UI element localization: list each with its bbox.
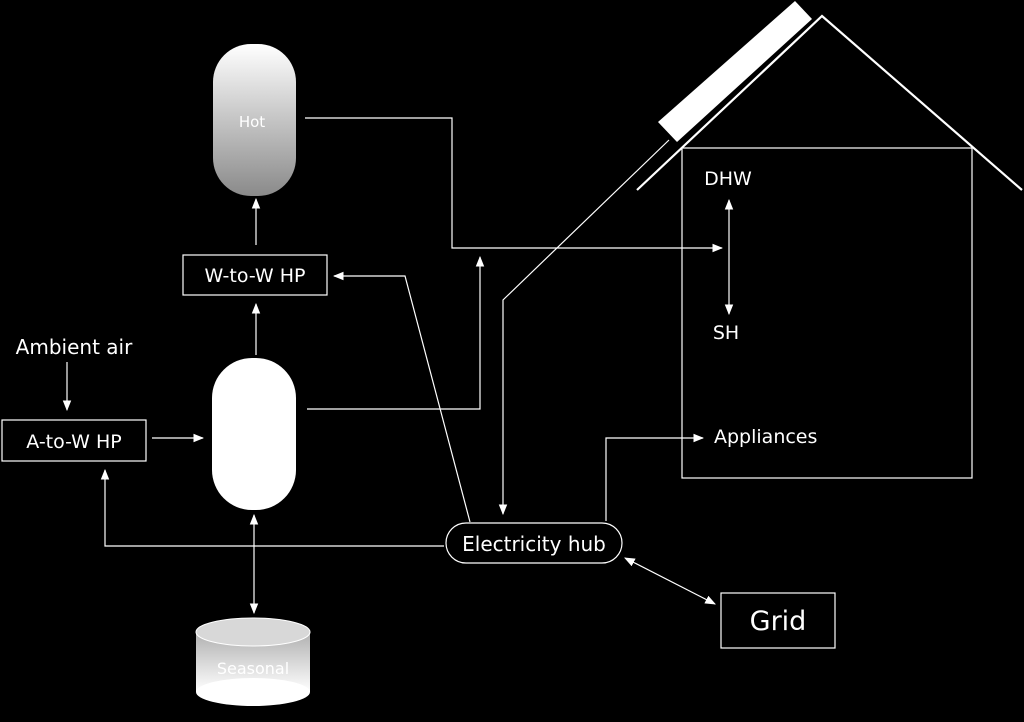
line-hub-to-awhp <box>100 468 444 547</box>
grid-box <box>720 592 836 649</box>
seasonal-storage-label-2: storage <box>223 681 284 700</box>
solar-collector <box>658 1 812 142</box>
ww-hp-box <box>182 254 328 296</box>
hot-tank <box>213 44 296 196</box>
line-solar-to-hub <box>498 139 670 516</box>
ww-hp-label: W-to-W HP <box>205 265 306 287</box>
appliances-label: Appliances <box>714 426 817 448</box>
dhw-label: DHW <box>704 168 752 190</box>
house-roof <box>636 14 1023 191</box>
ambient-air-label: Ambient air <box>16 335 133 359</box>
arrow-hub-grid <box>624 557 716 605</box>
line-hub-to-wwhp <box>332 271 471 523</box>
sh-label: SH <box>713 322 739 344</box>
house-body <box>681 147 973 479</box>
electricity-hub-box <box>445 522 623 564</box>
line-tank-to-house <box>307 255 485 410</box>
buffer-tank <box>212 358 296 510</box>
hot-tank-label: Hot <box>239 113 265 131</box>
flow-lines <box>62 117 734 615</box>
line-hot-to-house <box>305 117 724 253</box>
electricity-hub-label: Electricity hub <box>462 532 606 556</box>
line-hub-to-appliances <box>605 433 705 521</box>
aw-hp-box <box>1 419 147 462</box>
house <box>636 1 1023 479</box>
seasonal-storage: Seasonal storage <box>195 617 311 706</box>
grid-label: Grid <box>750 606 807 637</box>
seasonal-storage-label-1: Seasonal <box>217 659 289 678</box>
aw-hp-label: A-to-W HP <box>26 431 122 453</box>
